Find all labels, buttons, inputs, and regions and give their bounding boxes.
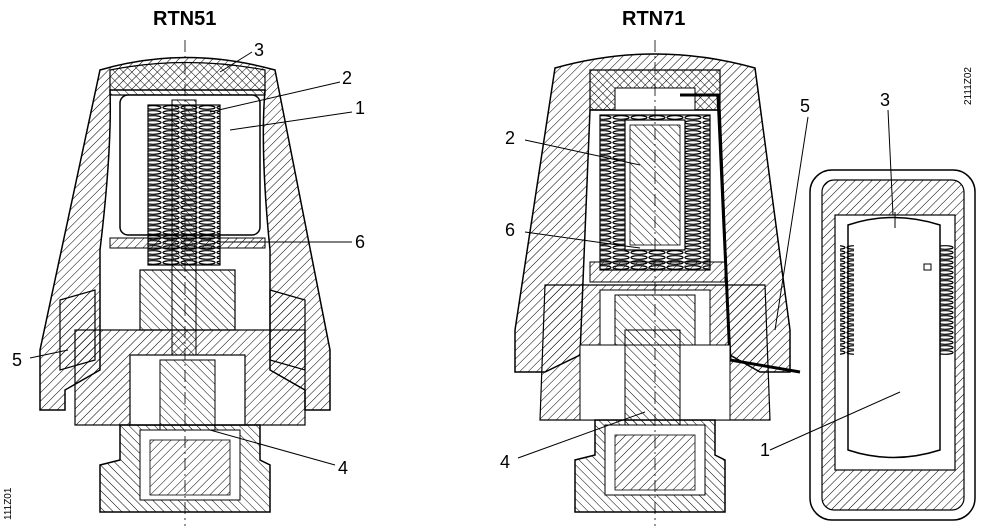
rtn71-section [514,40,809,526]
rtn51-callout-1: 1 [355,98,366,118]
drawing-code-right: 2111Z02 [963,67,974,105]
remote-sensor-section [769,109,976,521]
rtn71-callout-4: 4 [500,452,511,472]
rtn71-callout-6: 6 [505,220,516,240]
rtn51-callout-3: 3 [254,40,265,60]
rtn71-title: RTN71 [622,8,686,30]
rtn71-housing [514,53,791,373]
drawing-code-left: 111Z01 [3,487,14,520]
rtn71-callout-5: 5 [800,96,811,116]
rtn51-title: RTN51 [153,8,217,30]
rtn51-callout-2: 2 [342,68,353,88]
rtn51-callout-5: 5 [12,350,23,370]
rtn71-callout-3: 3 [880,90,891,110]
rtn51-section [29,40,353,526]
rtn71-callout-1: 1 [760,440,771,460]
rtn51-callout-6: 6 [355,232,366,252]
rtn51-callout-4: 4 [338,458,349,478]
rtn71-callout-2: 2 [505,128,516,148]
